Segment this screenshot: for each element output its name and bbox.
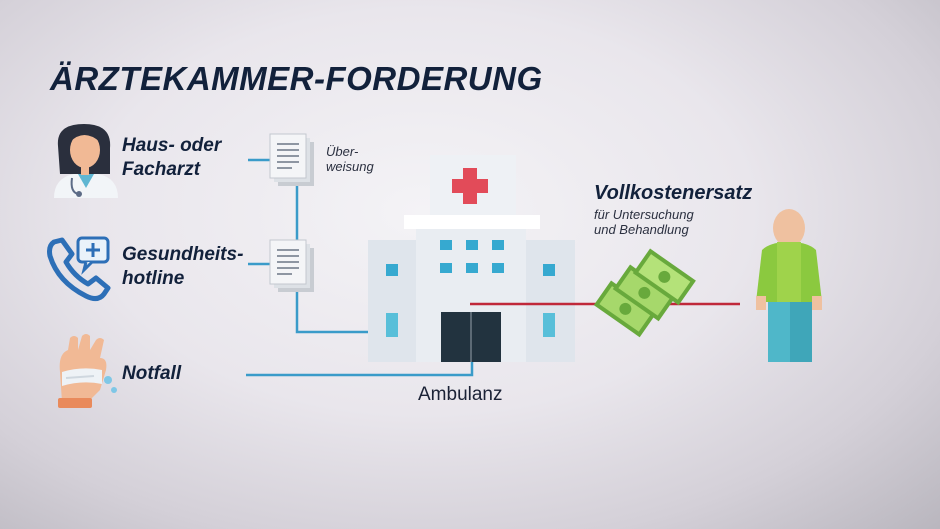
source-hotline-line2: hotline [122,268,185,289]
source-doctor-line2: Facharzt [122,159,201,180]
referral-line2: weisung [326,159,374,174]
source-doctor-label: Haus- oder Facharzt [122,134,221,182]
injured-hand-icon [58,334,117,408]
money-bills-icon [593,248,696,338]
source-doctor-line1: Haus- oder [122,135,222,156]
hospital-label: Ambulanz [418,384,503,405]
referral-document-icon [269,133,314,186]
referral-line1: Über- [326,144,359,159]
refund-line2: und Behandlung [594,222,689,237]
patient-person-icon [756,209,822,362]
refund-title: Vollkostenersatz [594,182,753,204]
source-notfall-label: Notfall [122,363,182,384]
refund-line1: für Untersuchung [594,207,694,222]
source-hotline-line1: Gesundheits- [122,244,244,265]
refund-description: für Untersuchung und Behandlung [594,207,694,237]
hospital-building-icon [368,155,575,362]
hotline-document-icon [269,239,314,292]
doctor-icon [54,124,118,198]
phone-hotline-icon [47,236,111,302]
page-title: ÄRZTEKAMMER-FORDERUNG [50,60,543,97]
referral-label: Über- weisung [326,144,374,174]
source-hotline-label: Gesundheits- hotline [122,243,243,291]
